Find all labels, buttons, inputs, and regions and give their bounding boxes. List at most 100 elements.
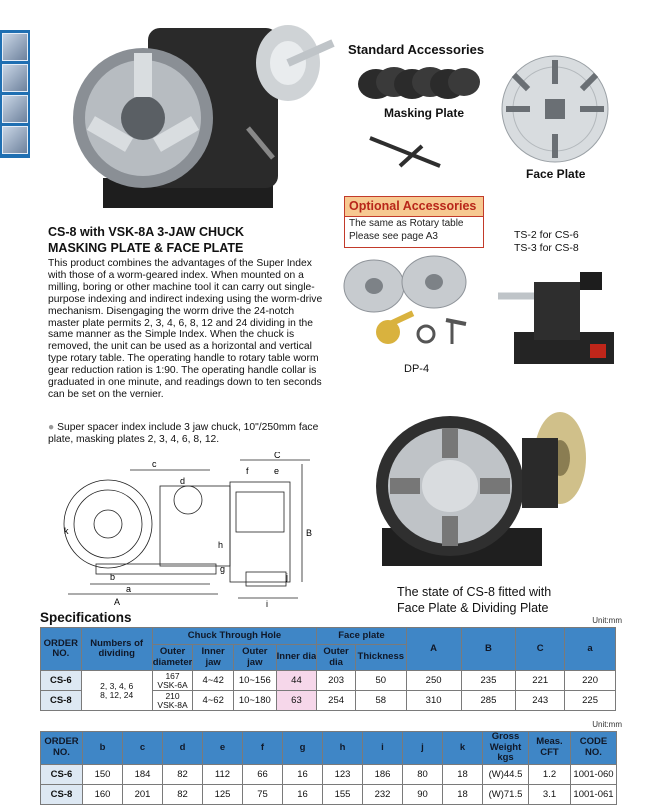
optional-accessories-line: The same as Rotary table xyxy=(349,218,464,229)
header-outer-diameter: Outer diameter xyxy=(151,644,194,671)
dim-label-i: i xyxy=(266,599,268,609)
thickness-cell: 58 xyxy=(354,690,407,711)
header-fp-outer-dia: Outer dia xyxy=(316,644,356,671)
unit-label: Unit:mm xyxy=(592,720,622,729)
spec-table-1: ORDER NO. Numbers of dividing Chuck Thro… xyxy=(40,627,616,711)
inner-dia-cell: 44 xyxy=(275,670,318,691)
dim-label-A: A xyxy=(114,597,120,607)
meas-cft-cell: 1.2 xyxy=(528,763,571,785)
header-b: b xyxy=(82,731,123,765)
product-bullet: ● Super spacer index include 3 jaw chuck… xyxy=(48,422,328,446)
dimension-diagram: c C f e d k b a A g h j i B xyxy=(63,452,312,609)
cs8-caption-line1: The state of CS-8 fitted with xyxy=(397,585,552,599)
product-bullet-text: Super spacer index include 3 jaw chuck, … xyxy=(48,422,319,445)
header-face-plate: Face plate xyxy=(316,627,407,645)
dim-label-d: d xyxy=(180,476,185,486)
B-cell: 285 xyxy=(460,690,517,711)
header-code-no: CODE NO. xyxy=(570,731,617,765)
inner-dia-cell: 63 xyxy=(275,690,318,711)
header-A: A xyxy=(405,627,462,671)
product-heading: CS-8 with VSK-8A 3-JAW CHUCK xyxy=(48,225,245,239)
dim-label-C: C xyxy=(274,452,281,460)
masking-plate-caption: Masking Plate xyxy=(384,106,465,120)
outer-jaw-cell: 10~156 xyxy=(232,670,277,691)
tailstock-image xyxy=(498,272,614,364)
dim-label-h: h xyxy=(218,540,223,550)
side-thumbnail-strip xyxy=(0,30,30,158)
dim-label-f: f xyxy=(246,466,249,476)
dim-label-b: b xyxy=(110,572,115,582)
ts3-label: TS-3 for CS-8 xyxy=(514,242,579,254)
cs8-assembly-photo xyxy=(376,412,586,566)
order-no-cell: CS-8 xyxy=(40,783,83,805)
header-h: h xyxy=(322,731,363,765)
optional-accessories-line: Please see page A3 xyxy=(349,231,438,242)
order-no-cell: CS-6 xyxy=(40,670,82,691)
table-row: CS-8 210 VSK-8A 4~62 10~180 63 254 58 31… xyxy=(40,690,616,711)
dividing-cell: 2, 3, 4, 6 8, 12, 24 xyxy=(80,670,153,711)
face-plate-caption: Face Plate xyxy=(526,167,586,181)
table-row: CS-6 150 184 82 112 66 16 123 186 80 18 … xyxy=(40,763,617,785)
outer-diameter-cell: 210 VSK-8A xyxy=(151,690,194,711)
C-cell: 243 xyxy=(515,690,566,711)
ts2-label: TS-2 for CS-6 xyxy=(514,229,579,241)
outer-diameter-cell: 167 VSK-6A xyxy=(151,670,194,691)
d-cell: 82 xyxy=(162,783,203,805)
order-no-cell: CS-8 xyxy=(40,690,82,711)
header-C: C xyxy=(515,627,566,671)
header-numbers-of-dividing: Numbers of dividing xyxy=(80,627,153,671)
thumbnail xyxy=(2,126,28,154)
e-cell: 125 xyxy=(202,783,243,805)
dim-label-e: e xyxy=(274,466,279,476)
inner-jaw-cell: 4~42 xyxy=(192,670,234,691)
dim-label-a: a xyxy=(126,584,131,594)
header-inner-dia: Inner dia xyxy=(275,644,318,671)
fp-outer-cell: 254 xyxy=(316,690,356,711)
order-no-cell: CS-6 xyxy=(40,763,83,785)
a-cell: 225 xyxy=(564,690,616,711)
c-cell: 201 xyxy=(122,783,163,805)
fp-outer-cell: 203 xyxy=(316,670,356,691)
i-cell: 186 xyxy=(362,763,403,785)
header-order-no: ORDER NO. xyxy=(40,627,82,671)
thumbnail xyxy=(2,64,28,92)
C-cell: 221 xyxy=(515,670,566,691)
header-g: g xyxy=(282,731,323,765)
header-inner-jaw: Inner jaw xyxy=(192,644,234,671)
dp4-caption: DP-4 xyxy=(404,363,430,375)
header-d: d xyxy=(162,731,203,765)
header-i: i xyxy=(362,731,403,765)
j-cell: 80 xyxy=(402,763,443,785)
f-cell: 66 xyxy=(242,763,283,785)
header-e: e xyxy=(202,731,243,765)
h-cell: 123 xyxy=(322,763,363,785)
dim-label-k: k xyxy=(64,526,69,536)
product-photo xyxy=(73,25,335,208)
outer-jaw-cell: 10~180 xyxy=(232,690,277,711)
dim-label-j: j xyxy=(285,572,288,582)
i-cell: 232 xyxy=(362,783,403,805)
header-c: c xyxy=(122,731,163,765)
code-no-cell: 1001-061 xyxy=(570,783,617,805)
table-row: CS-8 160 201 82 125 75 16 155 232 90 18 … xyxy=(40,783,617,805)
header-a: a xyxy=(564,627,616,671)
thumbnail xyxy=(2,33,28,61)
header-f: f xyxy=(242,731,283,765)
j-cell: 90 xyxy=(402,783,443,805)
gross-weight-cell: (W)44.5 xyxy=(482,763,529,785)
header-j: j xyxy=(402,731,443,765)
g-cell: 16 xyxy=(282,763,323,785)
face-plate-image xyxy=(501,55,609,163)
header-order-no: ORDER NO. xyxy=(40,731,83,765)
dim-label-B: B xyxy=(306,528,312,538)
product-subheading: MASKING PLATE & FACE PLATE xyxy=(48,241,244,255)
code-no-cell: 1001-060 xyxy=(570,763,617,785)
A-cell: 310 xyxy=(405,690,462,711)
product-description: This product combines the advantages of … xyxy=(48,258,323,400)
dim-label-c: c xyxy=(152,459,157,469)
a-cell: 220 xyxy=(564,670,616,691)
cs8-caption: The state of CS-8 fitted with Face Plate… xyxy=(397,584,551,616)
dividing-plate-image xyxy=(343,255,467,344)
header-outer-jaw: Outer jaw xyxy=(232,644,277,671)
A-cell: 250 xyxy=(405,670,462,691)
